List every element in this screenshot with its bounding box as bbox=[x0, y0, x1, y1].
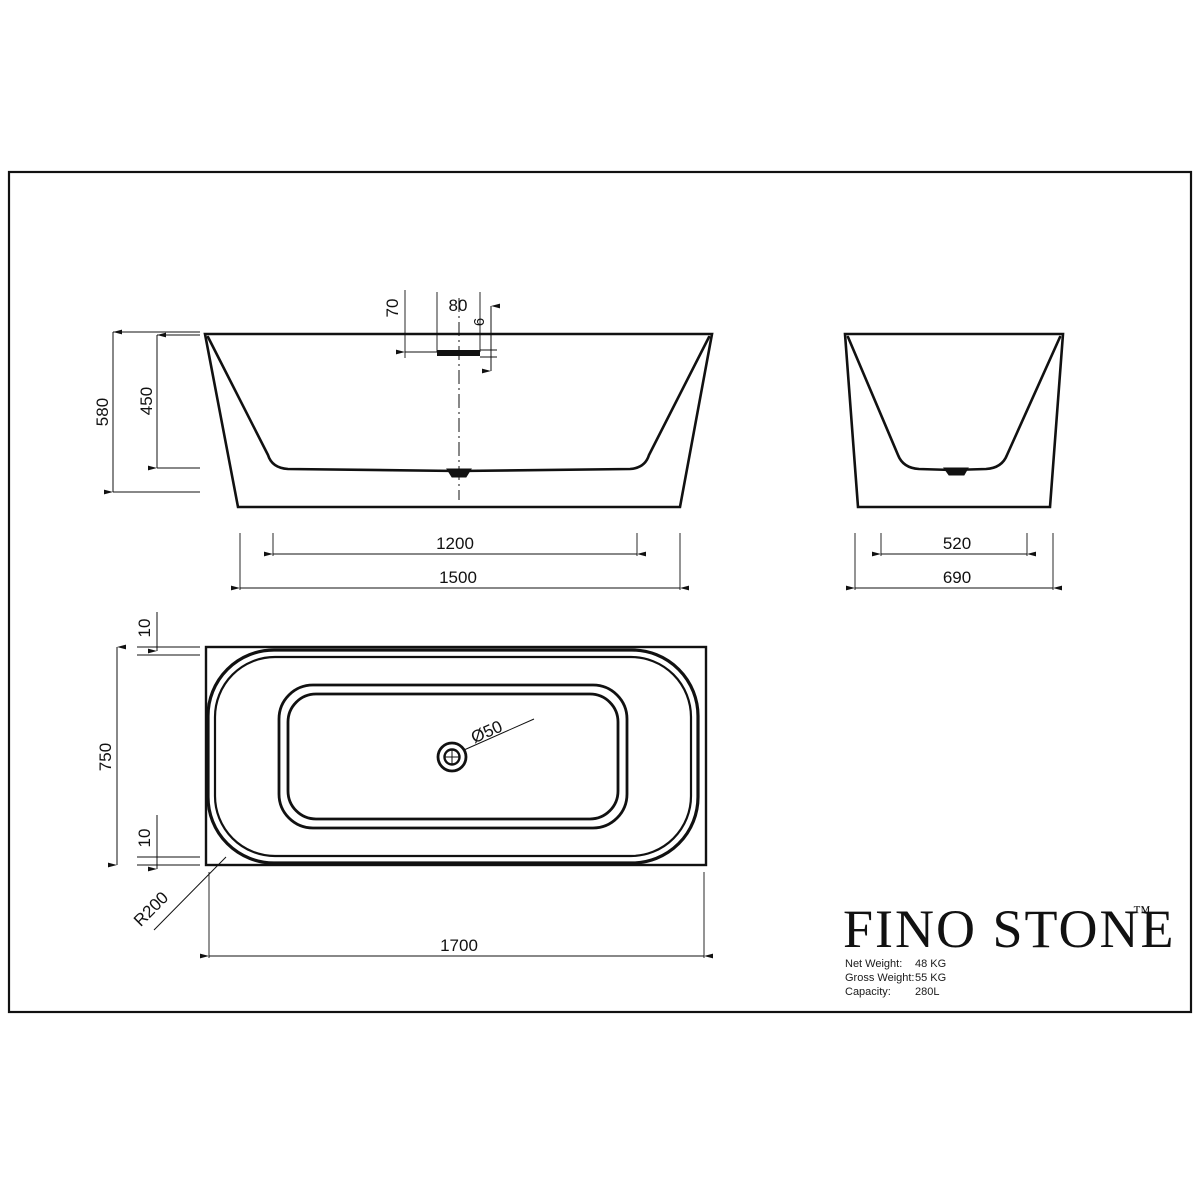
dim-label-80: 80 bbox=[449, 296, 468, 315]
spec-value-gross-weight: 55 KG bbox=[915, 972, 946, 984]
front-elevation-view: 580 450 70 80 6 1200 bbox=[93, 290, 714, 591]
dim-label-520: 520 bbox=[943, 534, 971, 553]
dim-label-580: 580 bbox=[93, 398, 112, 426]
side-outer-profile bbox=[843, 332, 1065, 509]
plan-rim-outer bbox=[206, 648, 700, 865]
plan-basin-inner bbox=[286, 692, 620, 821]
spec-label-net-weight: Net Weight: bbox=[845, 958, 902, 970]
dim-label-1200: 1200 bbox=[436, 534, 474, 553]
leader-line-drain bbox=[463, 718, 535, 751]
dim-label-10-bottom: 10 bbox=[135, 829, 154, 848]
branding-block: FINO STONE ™ Net Weight: 48 KG Gross Wei… bbox=[843, 899, 1176, 998]
dim-label-690: 690 bbox=[943, 568, 971, 587]
spec-label-gross-weight: Gross Weight: bbox=[845, 972, 915, 984]
leader-line-radius bbox=[153, 856, 227, 931]
plan-rim-inner bbox=[213, 655, 693, 858]
side-elevation-view: 520 690 bbox=[843, 332, 1065, 591]
brand-logo-text: FINO STONE bbox=[843, 899, 1176, 959]
plan-basin-outer bbox=[277, 683, 629, 830]
plan-outer-boundary bbox=[204, 645, 708, 867]
drain-outer-circle bbox=[436, 741, 468, 773]
dim-label-1700: 1700 bbox=[440, 936, 478, 955]
dim-label-6: 6 bbox=[471, 318, 488, 326]
side-drain-mark bbox=[943, 467, 969, 476]
dim-label-450: 450 bbox=[137, 387, 156, 415]
front-outer-profile bbox=[203, 332, 714, 509]
dim-label-10-top: 10 bbox=[135, 619, 154, 638]
dim-label-750: 750 bbox=[96, 743, 115, 771]
spec-label-capacity: Capacity: bbox=[845, 986, 891, 998]
spec-value-net-weight: 48 KG bbox=[915, 958, 946, 970]
spec-value-capacity: 280L bbox=[915, 986, 939, 998]
brand-trademark-symbol: ™ bbox=[1133, 902, 1151, 922]
sheet-border bbox=[7, 170, 1193, 1014]
dim-label-70: 70 bbox=[383, 299, 402, 318]
dim-label-1500: 1500 bbox=[439, 568, 477, 587]
